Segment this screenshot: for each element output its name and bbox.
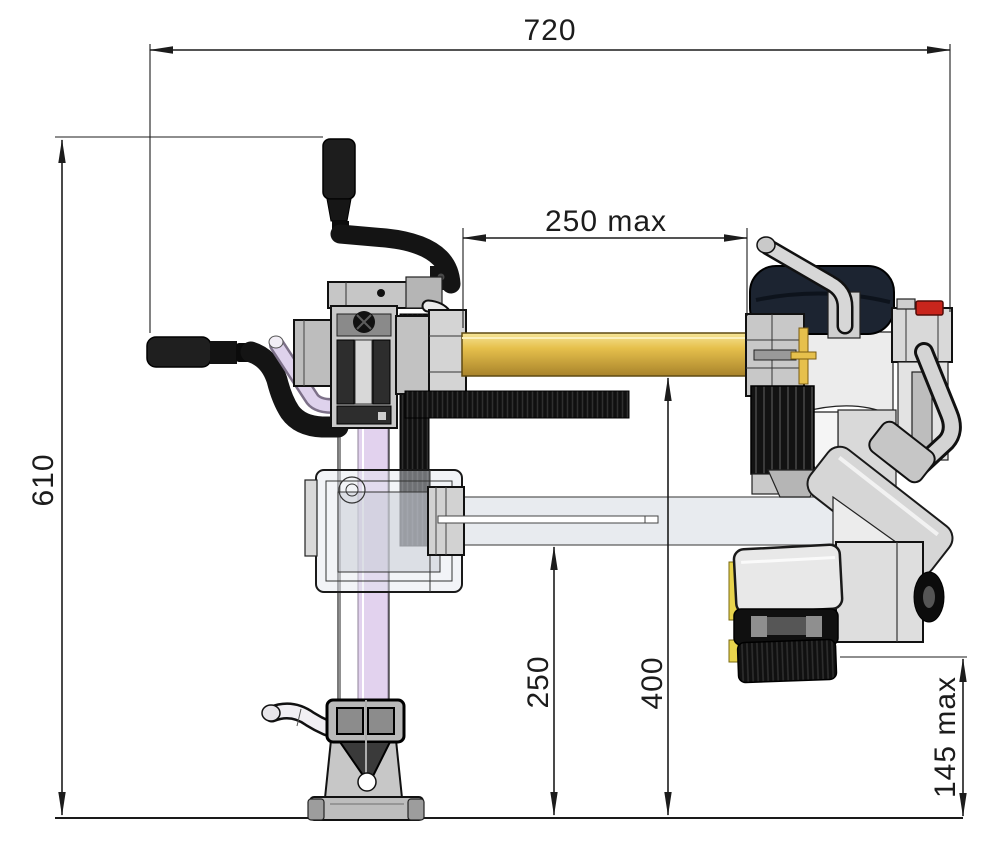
dim-label-610: 610 — [27, 453, 60, 506]
head-left-clamp — [293, 319, 333, 387]
left-crank-arm — [240, 341, 349, 438]
motor-upper-body — [802, 331, 894, 417]
housing-neck — [868, 420, 936, 484]
dim-base-max: 145 max — [840, 656, 967, 817]
dim-label-250: 250 — [522, 655, 555, 708]
dim-label-145max: 145 max — [929, 676, 962, 798]
dim-arm-height: 250 — [522, 546, 558, 816]
support-arm — [427, 486, 838, 556]
bar-holder — [428, 309, 467, 397]
roller-drum — [732, 543, 844, 615]
dim-reach-max: 250 max — [462, 205, 748, 328]
arm-slot — [437, 515, 659, 524]
drill-bar — [461, 332, 759, 377]
dim-label-720: 720 — [523, 14, 576, 47]
head-right-clamp — [395, 315, 430, 395]
base-flange — [309, 796, 424, 821]
gearbox-body — [835, 541, 924, 643]
dim-bar-height: 400 — [636, 377, 672, 816]
motor-fins — [750, 385, 815, 475]
carriage — [304, 469, 463, 593]
power-switch — [915, 300, 944, 316]
knurled-roller — [736, 638, 838, 684]
dim-overall-width: 720 — [149, 14, 951, 333]
dim-overall-height: 610 — [27, 136, 323, 816]
horizontal-rack — [404, 390, 630, 419]
dim-label-400: 400 — [636, 656, 669, 709]
dimension-annotations: 720 610 250 max 250 400 145 max — [27, 14, 967, 817]
dim-label-250max: 250 max — [545, 205, 667, 238]
motor-assembly — [728, 236, 962, 684]
base-assembly — [261, 698, 425, 821]
top-crank-knob — [322, 138, 356, 200]
base-tip-ball — [357, 772, 377, 792]
left-crank-knob — [146, 336, 212, 368]
head-assembly — [146, 138, 467, 438]
